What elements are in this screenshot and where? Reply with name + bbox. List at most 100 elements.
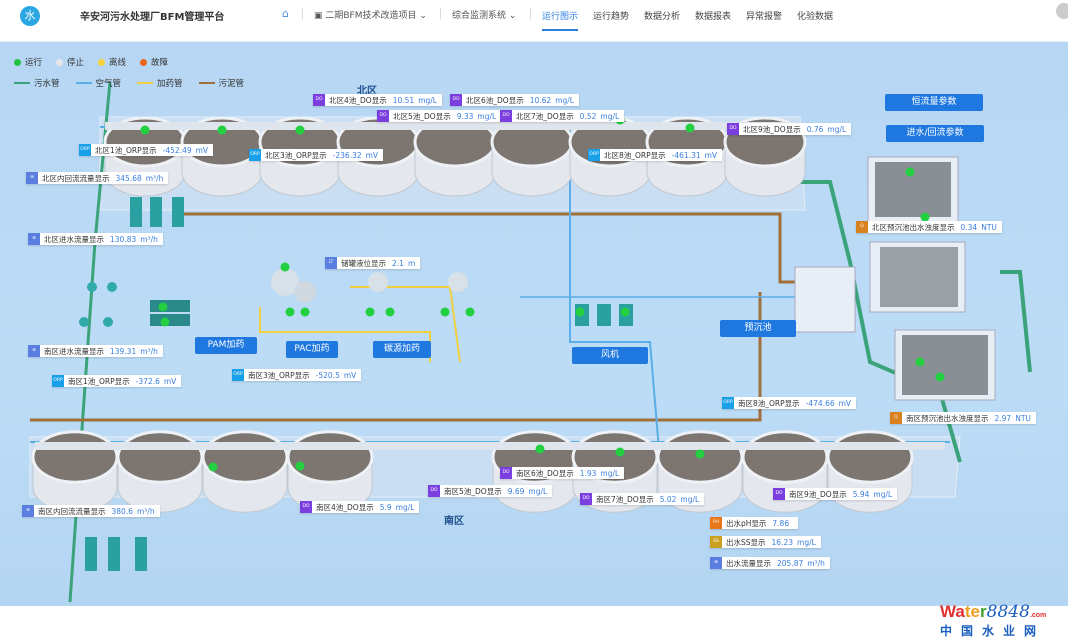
sensor-label: 北区6池_DO显示 [466,95,524,105]
nav-lab-data[interactable]: 化验数据 [797,12,834,22]
sensor-readout[interactable]: ORP 南区8池_ORP显示 -474.66 mV [722,397,857,409]
flow-sensor-icon: ⊚ [710,557,722,569]
ph-sensor-icon: PH [710,517,722,529]
sensor-label: 南区6池_DO显示 [516,468,574,478]
sensor-unit: m³/h [136,506,155,516]
nav-run-trend[interactable]: 运行趋势 [593,12,630,22]
sensor-readout[interactable]: LT 储罐液位显示 2.1 m [325,257,421,269]
sensor-unit: mg/L [600,111,620,121]
sensor-readout[interactable]: PH 出水pH显示 7.86 [710,517,799,529]
status-dot-icon [140,58,148,66]
do-sensor-icon: DO [500,467,512,479]
status-running-indicator [695,449,705,459]
home-icon[interactable]: ⌂ [282,7,289,20]
nav-run-diagram[interactable]: 运行图示 [542,9,579,31]
sensor-value: 130.83 [110,234,137,244]
status-dot-icon [56,58,64,66]
sensor-readout[interactable]: ⊚ 南区进水流量显示 139.31 m³/h [28,345,163,357]
sensor-readout[interactable]: DO 北区7池_DO显示 0.52 mg/L [500,110,625,122]
constant-flow-params-button[interactable]: 恒流量参数 [885,94,983,111]
orp-sensor-icon: ORP [722,397,734,409]
sensor-readout[interactable]: ORP 北区3池_ORP显示 -236.32 mV [249,149,384,161]
status-running-indicator [295,461,305,471]
ss-sensor-icon: SS [710,536,722,548]
sensor-label: 南区7池_DO显示 [596,494,654,504]
status-dot-icon [14,58,21,66]
carbon-dosing-button[interactable]: 碳源加药 [373,341,431,358]
sensor-readout[interactable]: ORP 南区1池_ORP显示 -372.6 mV [52,375,182,387]
do-sensor-icon: DO [450,94,462,106]
nav-alarms[interactable]: 异常报警 [746,12,783,22]
sensor-unit: mg/L [680,494,700,504]
user-avatar[interactable] [1056,3,1068,19]
do-sensor-icon: DO [580,493,592,505]
sensor-unit: mV [163,376,177,386]
sensor-readout[interactable]: DO 北区6池_DO显示 10.62 mg/L [450,94,579,106]
blower-button[interactable]: 风机 [572,347,648,364]
sensor-readout[interactable]: ORP 北区1池_ORP显示 -452.49 mV [79,144,214,156]
system-select[interactable]: 综合监测系统 ⌄ [452,8,516,21]
pipe-line-icon [198,82,215,84]
sensor-readout[interactable]: DO 南区7池_DO显示 5.02 mg/L [580,493,705,505]
sensor-readout[interactable]: DO 南区4池_DO显示 5.9 mg/L [300,501,420,513]
orp-sensor-icon: ORP [232,369,244,381]
divider [302,8,303,20]
sensor-label: 南区9池_DO显示 [789,489,847,499]
legend-pipe-label: 空气管 [95,79,122,89]
status-running-indicator [208,462,218,472]
sensor-readout[interactable]: ORP 北区8池_ORP显示 -461.31 mV [588,149,723,161]
sensor-unit: mg/L [797,537,816,547]
nav-data-analysis[interactable]: 数据分析 [644,12,681,22]
sensor-readout[interactable]: ⊚ 北区进水流量显示 130.83 m³/h [28,233,163,245]
status-running-indicator [575,307,585,317]
sensor-readout[interactable]: DO 北区4池_DO显示 10.51 mg/L [313,94,442,106]
system-select-value: 综合监测系统 [452,11,507,21]
pam-dosing-button[interactable]: PAM加药 [195,337,257,354]
zone-label-north: 北区 [357,86,377,97]
sensor-readout[interactable]: ORP 南区3池_ORP显示 -520.5 mV [232,369,362,381]
sensor-unit: mV [195,145,209,155]
legend-status-label: 故障 [151,58,169,68]
sensor-readout[interactable]: DO 南区9池_DO显示 5.94 mg/L [773,488,898,500]
sensor-value: -461.31 [671,150,701,160]
sensor-readout[interactable]: DO 北区9池_DO显示 0.76 mg/L [727,123,852,135]
sensor-value: 10.51 [392,95,415,105]
sensor-readout[interactable]: ⊚ 出水流量显示 205.87 m³/h [710,557,830,569]
sensor-unit: m³/h [807,558,825,568]
presettle-tank-button[interactable]: 预沉池 [720,320,796,337]
zone-label-south: 南区 [444,516,464,527]
legend-status-label: 离线 [109,58,127,68]
sensor-unit: mg/L [827,124,847,134]
sensor-label: 北区4池_DO显示 [329,95,387,105]
sensor-readout[interactable]: ⊚ 北区内回流流量显示 345.68 m³/h [26,172,169,184]
do-sensor-icon: DO [300,501,312,513]
status-running-indicator [920,212,930,222]
nav-data-report[interactable]: 数据报表 [695,12,732,22]
sensor-unit: mV [343,370,357,380]
sensor-value: 16.23 [771,537,794,547]
sensor-readout[interactable]: ⊚ 南区内回流流量显示 380.6 m³/h [22,505,160,517]
watermark: Water8848.com 中国水业网 [940,602,1047,638]
sensor-unit: mg/L [873,489,893,499]
sensor-readout[interactable]: DO 南区5池_DO显示 9.69 mg/L [428,485,553,497]
sensor-readout[interactable]: DO 南区6池_DO显示 1.93 mg/L [500,467,625,479]
inflow-return-params-button[interactable]: 进水/回流参数 [886,125,984,142]
sensor-value: 9.69 [507,486,525,496]
pac-dosing-button[interactable]: PAC加药 [286,341,338,358]
project-select[interactable]: ▣ 二期BFM技术改造项目 ⌄ [314,11,427,21]
top-bar: 水 辛安河污水处理厂BFM管理平台 ⌂ ▣ 二期BFM技术改造项目 ⌄ 综合监测… [0,0,1068,42]
sensor-value: -520.5 [315,370,340,380]
sensor-label: 南区8池_ORP显示 [738,398,800,408]
sensor-readout[interactable]: Q 南区预沉池出水浊度显示 2.97 NTU [890,412,1036,424]
sensor-unit: m [407,258,416,268]
sensor-readout[interactable]: DO 北区5池_DO显示 9.33 mg/L [377,110,502,122]
sensor-readout[interactable]: Q 北区预沉池出水浊度显示 0.34 NTU [856,221,1002,233]
sensor-readout[interactable]: SS 出水SS显示 16.23 mg/L [710,536,821,548]
do-sensor-icon: DO [773,488,785,500]
north-pumps [130,197,184,227]
status-running-indicator [915,357,925,367]
orp-sensor-icon: ORP [79,144,91,156]
sensor-label: 南区4池_DO显示 [316,502,374,512]
sensor-unit: m³/h [140,234,158,244]
sewage-pipe [1000,270,1032,373]
